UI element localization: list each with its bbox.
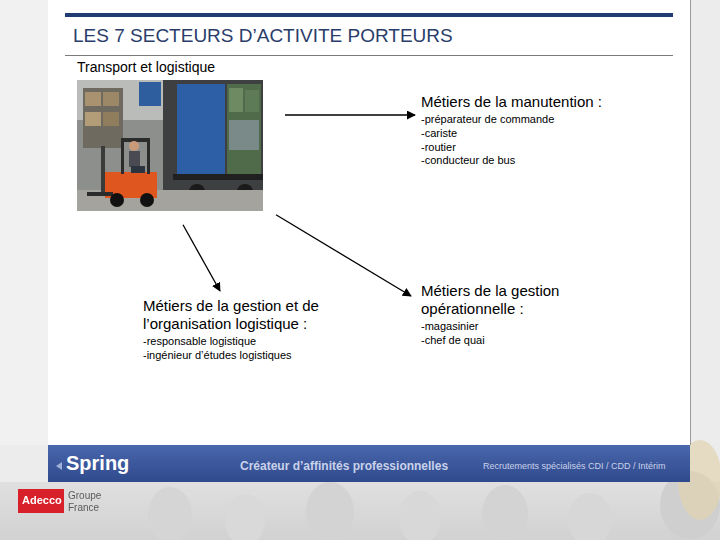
brand-tagline: Recrutements spécialisés CDI / CDD / Int… <box>483 461 666 471</box>
title-bar <box>65 13 673 17</box>
forklift-photo-part <box>229 120 259 150</box>
job-group: Métiers de la manutention : -préparateur … <box>421 93 681 168</box>
arrow-connector <box>276 215 411 296</box>
forklift-photo-part <box>77 80 263 211</box>
faces-background-part <box>568 493 612 540</box>
forklift-photo-part <box>77 190 263 211</box>
forklift-photo-part <box>129 141 139 151</box>
logo-text: France <box>68 502 99 513</box>
forklift-photo-part <box>245 90 259 112</box>
adecco-logo-box <box>18 489 64 513</box>
arrow-connector <box>183 225 220 291</box>
job-item: -routier <box>421 141 681 155</box>
job-item: -cariste <box>421 127 681 141</box>
faces-background-part <box>0 482 720 540</box>
forklift-photo-part <box>101 146 105 196</box>
job-item: -magasinier <box>421 320 591 334</box>
forklift-photo-part <box>177 84 225 174</box>
logo-text: Adecco <box>22 494 62 506</box>
forklift-photo-part <box>87 192 113 196</box>
forklift-photo-part <box>139 82 161 106</box>
forklift-photo-part <box>85 92 101 106</box>
forklift-photo-part <box>121 140 124 174</box>
job-item: -conducteur de bus <box>421 154 681 168</box>
faces-background-part <box>399 491 441 540</box>
footer-band <box>48 445 690 482</box>
forklift-photo-part <box>163 80 263 198</box>
photo-node: Transport et logistique <box>77 59 263 209</box>
forklift-photo-part <box>229 88 243 112</box>
photo-area <box>77 78 263 209</box>
group-heading: Métiers de la gestion et de l’organisati… <box>143 297 343 333</box>
job-item: -responsable logistique <box>143 335 343 349</box>
group-heading: Métiers de la manutention : <box>421 93 681 111</box>
panel-edge <box>690 0 691 445</box>
forklift-photo-part <box>129 151 140 167</box>
forklift-photo-part <box>131 166 145 173</box>
job-item: -chef de quai <box>421 334 591 348</box>
faces-background-part <box>225 494 265 540</box>
slide-panel <box>48 0 690 445</box>
title-rule <box>65 55 673 56</box>
logo-text: Groupe <box>68 490 101 501</box>
forklift-photo-part <box>110 193 124 207</box>
forklift-photo-part <box>173 174 263 180</box>
brand-slogan: Créateur d’affinités professionnelles <box>240 459 448 473</box>
forklift-photo-part <box>85 112 101 126</box>
forklift-photo-part <box>147 140 150 174</box>
arrow-connector <box>285 114 415 115</box>
forklift-photo-part <box>103 92 119 106</box>
footer-arrow-icon <box>56 462 62 470</box>
group-heading: Transport et logistique <box>77 59 263 76</box>
group-heading: Métiers de la gestion opérationnelle : <box>421 282 591 318</box>
side-margin <box>0 0 48 445</box>
job-item: -préparateur de commande <box>421 113 681 127</box>
brand-name: Spring <box>66 452 129 475</box>
faces-background-part <box>148 487 192 540</box>
forklift-photo-part <box>83 88 123 148</box>
job-group: Métiers de la gestion et de l’organisati… <box>143 297 343 363</box>
faces-background-part <box>482 485 528 540</box>
forklift-photo-part <box>227 84 261 174</box>
forklift-photo-part <box>103 112 119 126</box>
faces-background <box>0 440 720 540</box>
job-item: -ingénieur d’études logistiques <box>143 349 343 363</box>
slide-title: LES 7 SECTEURS D’ACTIVITE PORTEURS <box>73 25 453 47</box>
faces-background-part <box>306 482 354 540</box>
forklift-photo-part <box>140 193 154 207</box>
forklift-photo <box>77 80 263 211</box>
job-group: Métiers de la gestion opérationnelle : -m… <box>421 282 591 348</box>
